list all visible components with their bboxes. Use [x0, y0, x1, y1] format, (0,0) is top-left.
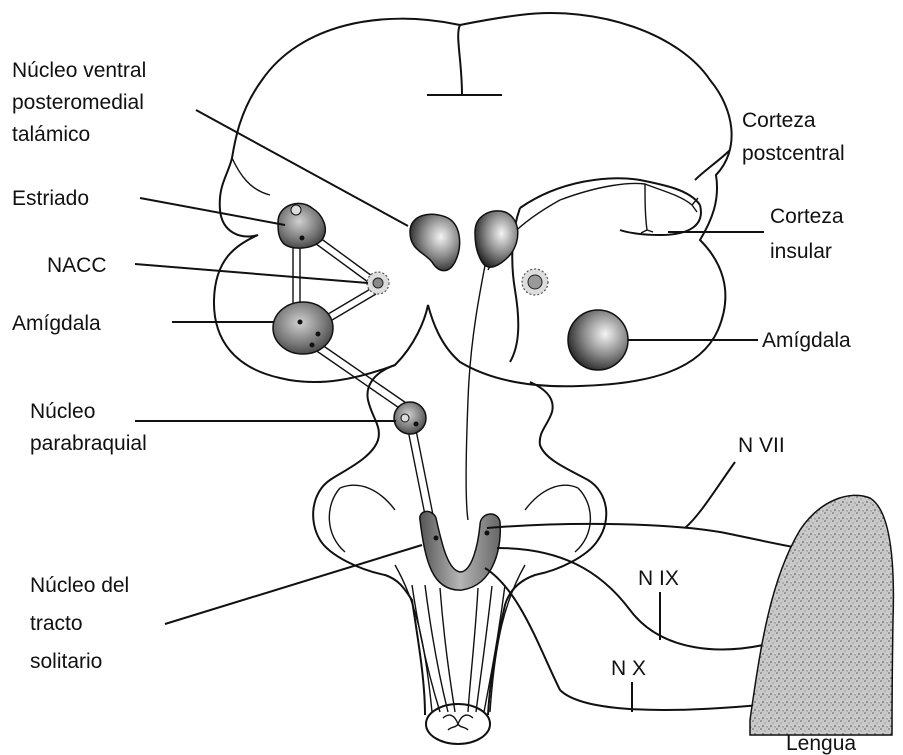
- nts-leader: [165, 545, 422, 624]
- nacc-leader: [135, 264, 368, 283]
- label-estriado: Estriado: [12, 187, 89, 210]
- label-nts-2: tracto: [30, 612, 83, 635]
- label-amigdala-right: Amígdala: [762, 329, 851, 352]
- amigdala-left-nucleus: [273, 302, 333, 354]
- label-corteza-postcentral-2: postcentral: [742, 142, 845, 165]
- label-amigdala-left: Amígdala: [12, 312, 101, 335]
- label-corteza-postcentral-1: Corteza: [742, 109, 816, 132]
- label-corteza-insular-1: Corteza: [770, 205, 844, 228]
- estriado-nucleus: [278, 203, 325, 248]
- left-pathways: [293, 232, 490, 540]
- label-nucleo-ventral-3: talámico: [12, 123, 90, 146]
- label-nucleo-ventral-1: Núcleo ventral: [12, 59, 146, 82]
- label-nts-1: Núcleo del: [30, 574, 129, 597]
- thalamic-nucleus-left: [410, 214, 460, 270]
- n-vii-leader: [685, 462, 735, 528]
- label-parabraquial-1: Núcleo: [30, 400, 95, 423]
- label-n-x: N X: [611, 657, 646, 680]
- label-nucleo-ventral-2: posteromedial: [12, 91, 144, 114]
- amigdala-right-nucleus: [568, 310, 628, 370]
- nerve-n-ix: [497, 548, 790, 649]
- label-corteza-insular-2: insular: [770, 240, 832, 263]
- label-nacc: NACC: [47, 254, 107, 277]
- parabraquial-nucleus: [394, 402, 426, 434]
- label-n-ix: N IX: [638, 567, 679, 590]
- estriado-leader: [140, 198, 285, 225]
- nuclei: [273, 203, 628, 590]
- nts-nucleus: [420, 511, 501, 590]
- label-parabraquial-2: parabraquial: [30, 432, 147, 455]
- label-lengua: Lengua: [786, 732, 856, 755]
- nerve-n-vii: [487, 524, 800, 548]
- label-nts-3: solitario: [30, 650, 102, 673]
- label-n-vii: N VII: [738, 434, 785, 457]
- nerve-n-x: [485, 568, 760, 710]
- tongue: [750, 495, 893, 735]
- labels: Núcleo ventral posteromedial talámico Co…: [12, 59, 856, 755]
